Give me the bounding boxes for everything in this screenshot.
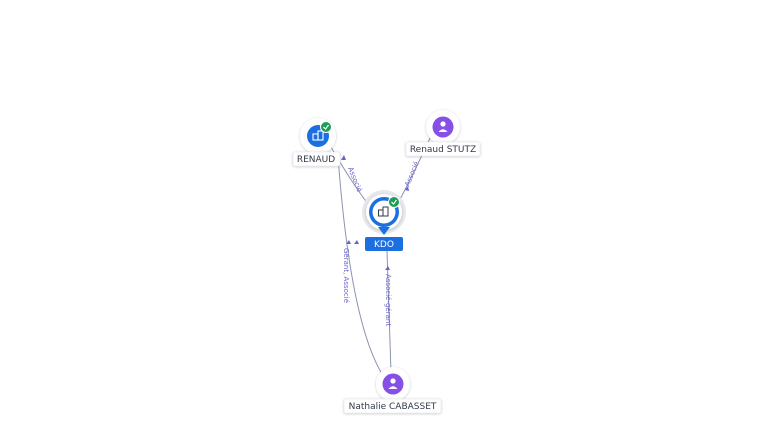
node-label: Renaud STUTZ <box>410 145 476 155</box>
node-nathalie-cabasset[interactable]: Nathalie CABASSET <box>343 367 442 414</box>
edge-label-nathalie-kdo: Associé-gérant <box>384 274 392 326</box>
edge-nathalie-renaud[interactable] <box>337 155 383 375</box>
node-label-box <box>343 398 442 414</box>
edge-nathalie-kdo[interactable] <box>386 250 392 373</box>
building-icon <box>312 130 324 141</box>
person-node-circle <box>432 116 454 138</box>
check-icon <box>388 196 400 208</box>
edge-label-kdo-renaud: Associé <box>346 166 363 194</box>
edge-arrow <box>341 155 409 270</box>
check-icon <box>320 121 332 133</box>
center-node-label-box <box>365 237 403 251</box>
edge-label-kdo-stutz: Associé <box>403 160 420 188</box>
node-renaud[interactable]: RENAUD <box>292 118 341 167</box>
person-icon <box>438 121 448 132</box>
node-label-box <box>405 141 481 157</box>
node-label-box <box>292 151 341 167</box>
edge-label-nathalie-renaud: Gérant, Associé <box>342 248 350 303</box>
pin-tip <box>378 227 390 235</box>
building-icon <box>378 206 389 217</box>
node-label: RENAUD <box>297 155 335 165</box>
edges: Associé Associé Gérant, Associé Associé-… <box>330 135 432 375</box>
person-icon <box>388 378 398 389</box>
node-kdo[interactable]: KDO <box>362 190 406 251</box>
person-node-circle <box>382 373 404 395</box>
node-renaud-stutz[interactable]: Renaud STUTZ <box>405 110 481 157</box>
center-node-label: KDO <box>374 240 394 250</box>
node-label: Nathalie CABASSET <box>349 402 437 412</box>
